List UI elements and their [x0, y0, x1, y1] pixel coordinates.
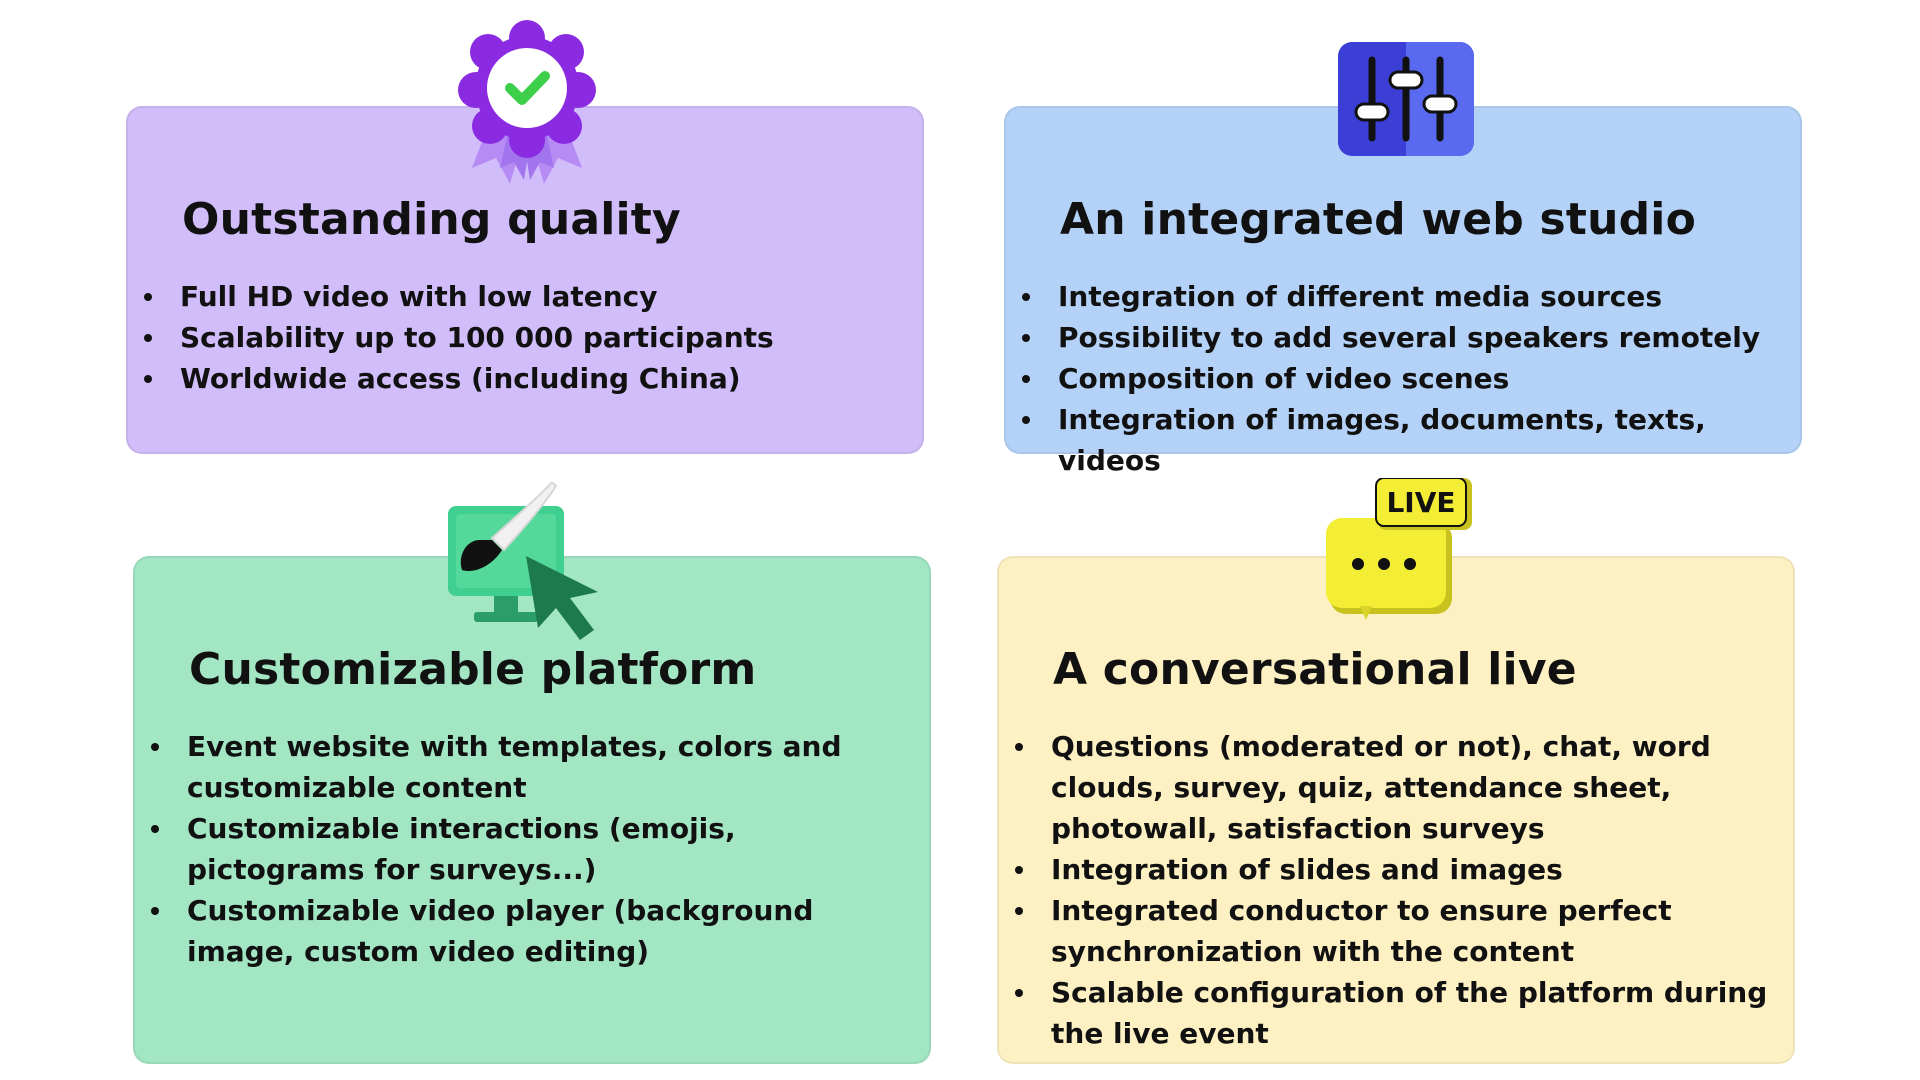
- list-item: Full HD video with low latency: [128, 276, 922, 317]
- list-item: Integration of images, documents, texts,…: [1006, 399, 1800, 481]
- list-item: Scalability up to 100 000 participants: [128, 317, 922, 358]
- card-conversational-live: A conversational live Questions (moderat…: [997, 556, 1795, 1064]
- feature-list: Integration of different media sources P…: [1006, 276, 1800, 481]
- card-title: A conversational live: [1053, 644, 1577, 695]
- list-item: Customizable interactions (emojis, picto…: [135, 808, 929, 890]
- sliders-icon: [1338, 42, 1474, 156]
- card-title: Outstanding quality: [182, 194, 681, 245]
- feature-list: Event website with templates, colors and…: [135, 726, 929, 972]
- list-item: Scalable configuration of the platform d…: [999, 972, 1793, 1054]
- monitor-brush-cursor-icon: [448, 482, 598, 640]
- feature-list: Questions (moderated or not), chat, word…: [999, 726, 1793, 1054]
- card-customizable-platform: Customizable platform Event website with…: [133, 556, 931, 1064]
- list-item: Integrated conductor to ensure perfect s…: [999, 890, 1793, 972]
- feature-list: Full HD video with low latency Scalabili…: [128, 276, 922, 399]
- card-title: An integrated web studio: [1060, 194, 1697, 245]
- award-ribbon-icon: [458, 20, 596, 184]
- live-chat-bubble-icon: LIVE: [1326, 478, 1472, 620]
- list-item: Worldwide access (including China): [128, 358, 922, 399]
- card-integrated-web-studio: An integrated web studio Integration of …: [1004, 106, 1802, 477]
- live-badge-text: LIVE: [1386, 486, 1455, 519]
- card-title: Customizable platform: [189, 644, 757, 695]
- list-item: Integration of slides and images: [999, 849, 1793, 890]
- list-item: Customizable video player (background im…: [135, 890, 929, 972]
- list-item: Possibility to add several speakers remo…: [1006, 317, 1800, 358]
- list-item: Integration of different media sources: [1006, 276, 1800, 317]
- list-item: Event website with templates, colors and…: [135, 726, 929, 808]
- list-item: Questions (moderated or not), chat, word…: [999, 726, 1793, 849]
- list-item: Composition of video scenes: [1006, 358, 1800, 399]
